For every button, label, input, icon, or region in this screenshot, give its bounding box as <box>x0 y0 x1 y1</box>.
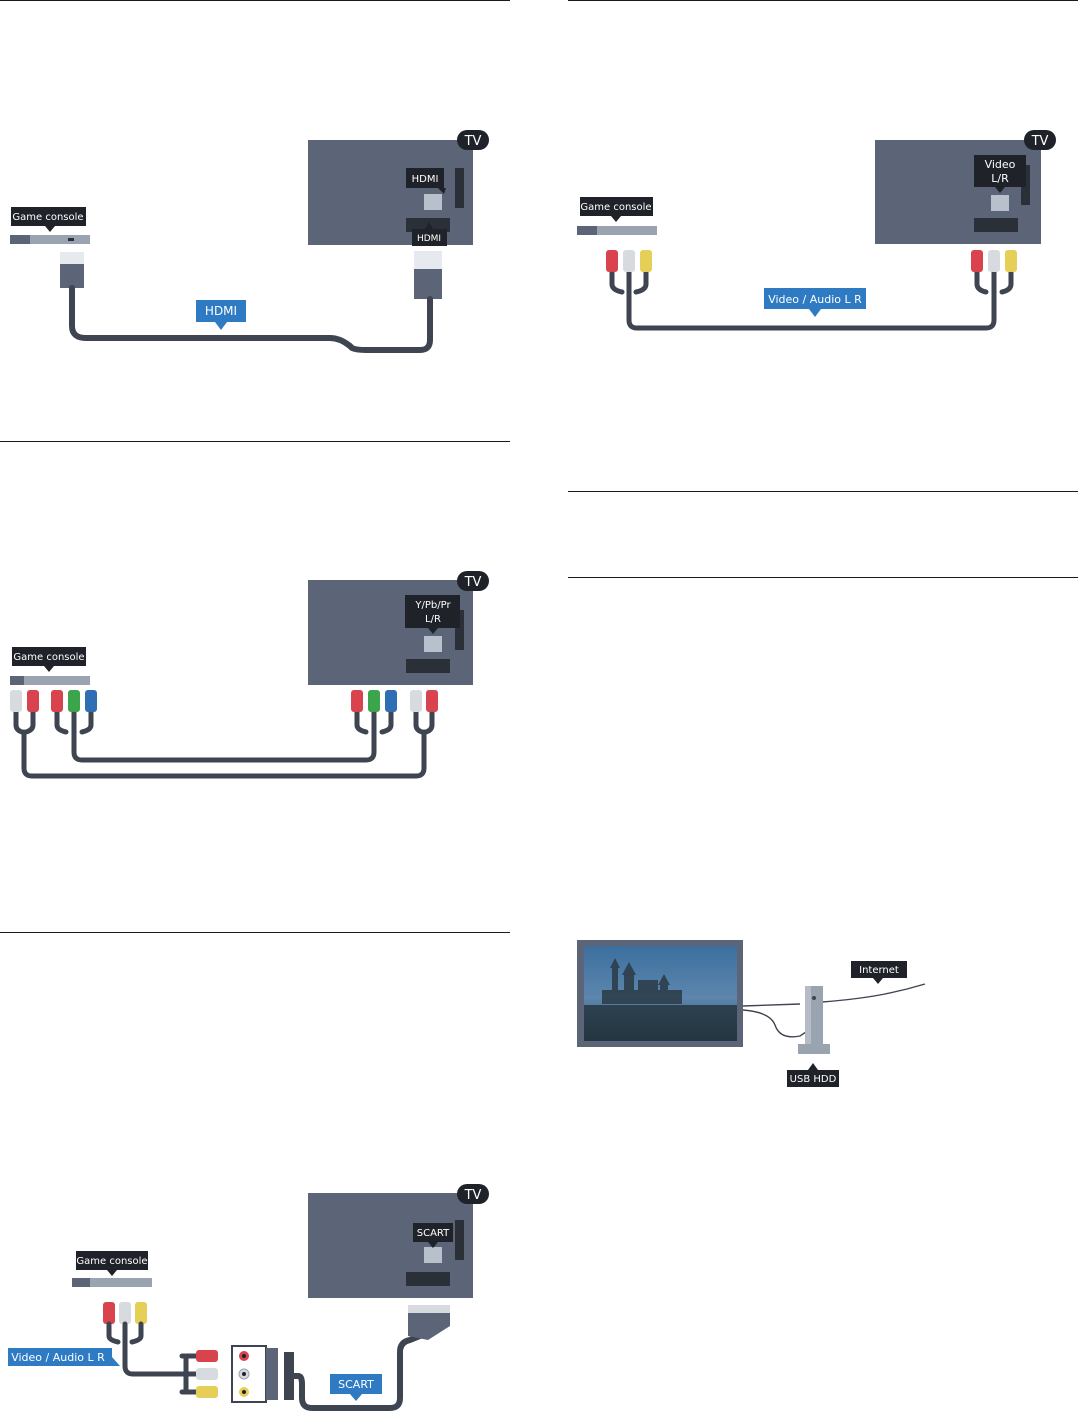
console-port <box>68 238 74 241</box>
rca-plug-white <box>988 250 1000 272</box>
tv-port-bar <box>406 659 450 673</box>
game-console-label-text: Game console <box>76 1256 147 1267</box>
tv-port <box>991 195 1009 211</box>
rca-plug-blue <box>85 690 97 712</box>
tv-port-bar <box>406 1272 450 1286</box>
tv-side-slot <box>455 1220 464 1260</box>
tv-scart-port-label-text: SCART <box>417 1228 450 1239</box>
tv-tag-text: TV <box>464 134 482 149</box>
scart-connection-diagram: TV SCART Game console SCART Video / Audi… <box>0 1180 510 1420</box>
rca-plug-red <box>27 690 39 712</box>
rca-plug-red <box>351 690 363 712</box>
rca-plug-white <box>196 1368 218 1380</box>
ypbpr-connection-diagram: TV Y/Pb/Pr L/R Game console <box>0 560 510 790</box>
hdmi-connection-diagram: TV HDMI HDMI Game console HDMI <box>0 120 510 370</box>
scart-adapter <box>232 1346 294 1402</box>
label-pointer <box>611 216 621 222</box>
console-edge <box>10 676 24 685</box>
tv-video-port-label-line1: Video <box>985 158 1016 171</box>
tv-tag-text: TV <box>464 575 482 590</box>
hdmi-cable-label-text: HDMI <box>205 304 237 318</box>
tv-port-bar <box>974 218 1018 232</box>
rca-plug-red <box>426 690 438 712</box>
separator-rule <box>568 491 1078 492</box>
rca-plug-yellow <box>135 1302 147 1324</box>
separator-rule <box>0 0 510 1</box>
video-audio-cable-label-text: Video / Audio L R <box>11 1351 105 1364</box>
tv-video-port-label-line2: L/R <box>991 172 1009 185</box>
tv-tag-text: TV <box>1031 134 1049 149</box>
tv-port <box>424 636 442 652</box>
tv-ypbpr-port-label-line1: Y/Pb/Pr <box>414 600 451 611</box>
tv-port <box>424 1247 442 1263</box>
usb-hdd-device <box>798 986 830 1054</box>
separator-rule <box>0 441 510 442</box>
rca-plug-blue <box>385 690 397 712</box>
rca-plug-red <box>606 250 618 272</box>
rca-plug-yellow <box>196 1386 218 1398</box>
label-pointer <box>350 1394 362 1401</box>
tv-side-slot <box>455 168 464 208</box>
scart-cable-label-text: SCART <box>338 1378 374 1391</box>
label-pointer <box>45 226 55 232</box>
tv-screen <box>577 940 743 1047</box>
rca-plug-white <box>119 1302 131 1324</box>
composite-cable <box>109 1324 196 1392</box>
tv-ypbpr-port-label-line2: L/R <box>425 614 441 625</box>
composite-connection-diagram: TV Video L/R Game console Video / Audio … <box>568 120 1078 340</box>
label-pointer <box>808 1063 818 1070</box>
console-edge <box>577 226 597 235</box>
rca-plug-yellow <box>1005 250 1017 272</box>
game-console-label-text: Game console <box>12 212 83 223</box>
hdmi-cable <box>72 288 430 350</box>
usb-hdd-label-text: USB HDD <box>790 1074 837 1085</box>
game-console-label-text: Game console <box>580 202 651 213</box>
rca-plug-red <box>51 690 63 712</box>
rca-plug-white <box>623 250 635 272</box>
internet-cable <box>743 984 925 1006</box>
rca-plug-red <box>103 1302 115 1324</box>
label-pointer <box>44 666 54 672</box>
plug-tip <box>60 252 84 264</box>
video-audio-cable-label-text: Video / Audio L R <box>768 293 862 306</box>
audio-cable <box>16 712 432 776</box>
scart-plug-tv <box>408 1305 450 1340</box>
tv-hdmi-port-label-text: HDMI <box>412 174 439 185</box>
tv-tag-text: TV <box>464 1188 482 1203</box>
plug-tip <box>414 251 442 269</box>
console-edge <box>10 235 30 244</box>
rca-plug-green <box>368 690 380 712</box>
label-pointer <box>107 1270 117 1276</box>
separator-rule <box>0 932 510 933</box>
game-console-label-text: Game console <box>13 652 84 663</box>
component-video-cable <box>57 712 391 760</box>
rca-plug-red <box>971 250 983 272</box>
rca-plug-green <box>68 690 80 712</box>
rca-plug-white <box>410 690 422 712</box>
rca-plug-white <box>10 690 22 712</box>
separator-rule <box>568 0 1078 1</box>
usb-cable <box>743 1010 806 1037</box>
plug-hdmi-label-text: HDMI <box>417 234 441 244</box>
separator-rule <box>568 577 1078 578</box>
usb-hdd-diagram: Internet USB HDD <box>568 930 968 1095</box>
label-pointer <box>215 322 227 330</box>
internet-label-text: Internet <box>859 965 899 976</box>
rca-plug-red <box>196 1350 218 1362</box>
label-pointer <box>873 978 883 984</box>
console-edge <box>72 1278 90 1287</box>
tv-port <box>424 194 442 210</box>
rca-plug-yellow <box>640 250 652 272</box>
label-pointer <box>809 309 821 317</box>
